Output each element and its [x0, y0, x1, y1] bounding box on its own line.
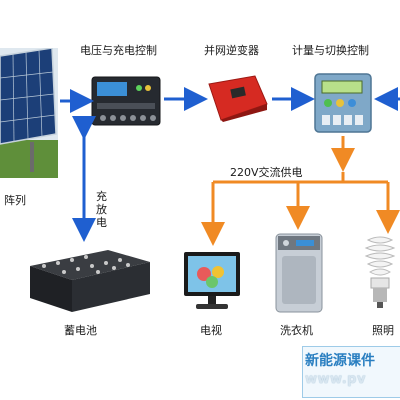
light-bulb-image: [364, 236, 396, 308]
label-tv: 电视: [200, 324, 222, 337]
label-inverter: 并网逆变器: [204, 44, 259, 57]
watermark-title: 新能源课件: [305, 353, 375, 369]
label-battery: 蓄电池: [64, 324, 97, 337]
label-charge-discharge: 充放电: [96, 190, 107, 229]
label-lighting: 照明: [372, 324, 394, 337]
label-controller: 电压与充电控制: [80, 44, 157, 57]
label-solar-array: 阵列: [4, 194, 26, 207]
watermark-url: www.pv: [305, 372, 366, 387]
tv-image: [184, 252, 240, 309]
label-ac-supply: 220V交流供电: [230, 166, 303, 179]
battery-image: [30, 250, 150, 312]
washing-machine-image: [275, 233, 323, 313]
label-washer: 洗衣机: [280, 324, 313, 337]
solar-panel-image: [0, 48, 58, 178]
inverter-image: [208, 75, 268, 122]
meter-controller-image: [314, 73, 372, 133]
watermark-box: [302, 346, 400, 398]
label-meter: 计量与切换控制: [292, 44, 369, 57]
